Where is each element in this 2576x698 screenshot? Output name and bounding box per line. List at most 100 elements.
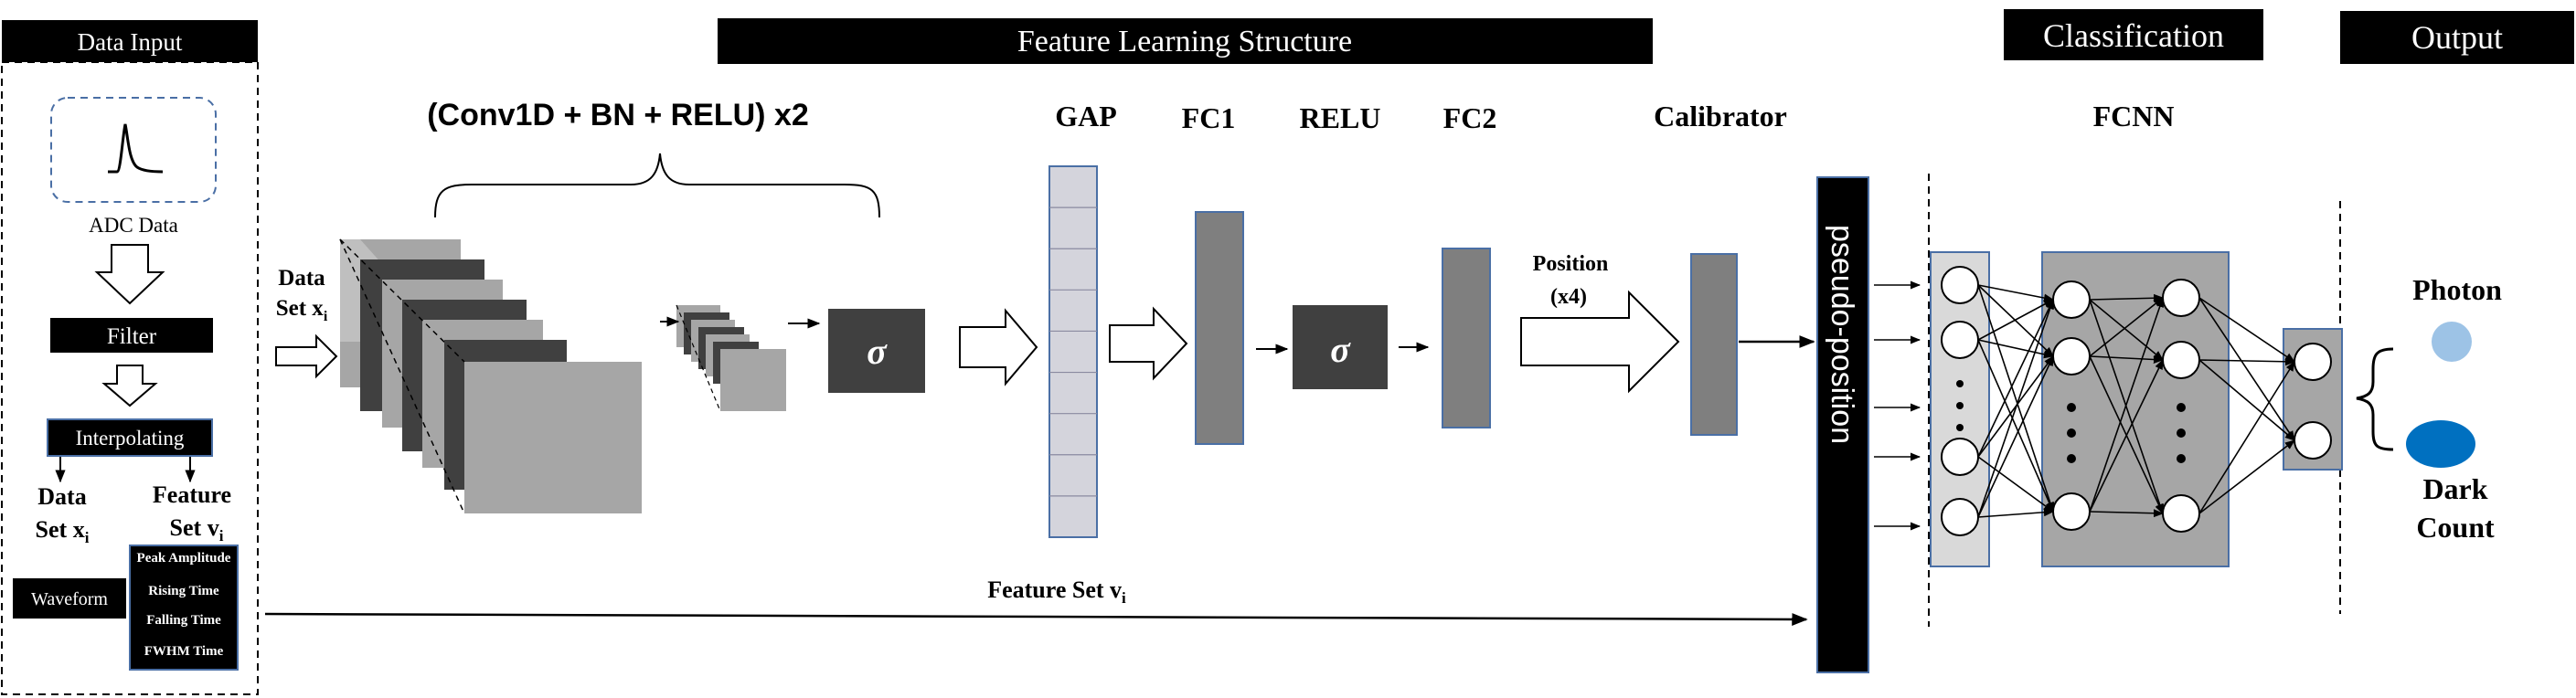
arrow-to-calibrator bbox=[1520, 290, 1680, 394]
adc-data-label: ADC Data bbox=[89, 214, 178, 237]
position-label-line1: Position bbox=[1533, 252, 1609, 276]
sigma-label-1: σ bbox=[867, 331, 888, 372]
fl-data-set-line2: Set xi bbox=[276, 296, 328, 324]
fcnn-edge-l0-l1 bbox=[1977, 339, 2054, 513]
fcnn-ellipsis-dot bbox=[2067, 454, 2076, 463]
dark-count-label-line1: Dark bbox=[2422, 472, 2487, 505]
fcnn-node-l0 bbox=[1941, 438, 1979, 476]
header-classification-label: Classification bbox=[2043, 17, 2224, 54]
fcnn-node-l2 bbox=[2162, 494, 2200, 533]
position-label-line2: (x4) bbox=[1550, 285, 1587, 309]
fcnn-ellipsis-dot bbox=[2067, 403, 2076, 412]
fcnn-edge-l2-l3 bbox=[2198, 359, 2295, 441]
fcnn-ellipsis-dot bbox=[2177, 403, 2186, 412]
interpolating-label: Interpolating bbox=[76, 427, 185, 449]
feature-item-rising-time: Rising Time bbox=[148, 584, 219, 598]
down-arrow-icon-2 bbox=[101, 365, 158, 407]
sigma-label-2: σ bbox=[1330, 329, 1351, 370]
dark-count-dot bbox=[2406, 420, 2475, 468]
fcnn-node-l2 bbox=[2162, 279, 2200, 317]
fcnn-node-l1 bbox=[2052, 337, 2091, 375]
feature-map-stack bbox=[339, 238, 642, 514]
fcnn-edge-l1-l2 bbox=[2089, 296, 2164, 513]
feature-set-line1: Feature bbox=[153, 481, 231, 508]
data-set-line2: Set xi bbox=[36, 516, 90, 546]
feature-list-box bbox=[129, 545, 239, 671]
fcnn-node-l0 bbox=[1941, 321, 1979, 359]
fl-data-set-line1: Data bbox=[278, 266, 325, 291]
fcnn-ellipsis-dot bbox=[2067, 428, 2076, 438]
data-input-border bbox=[1, 61, 259, 695]
sigma-box-1 bbox=[828, 309, 925, 393]
relu-label: RELU bbox=[1300, 101, 1381, 134]
fcnn-edge-l1-l2 bbox=[2089, 355, 2165, 364]
conv-brace bbox=[434, 153, 880, 218]
feature-set-line2: Set vi bbox=[170, 514, 224, 545]
feature-item-falling-time: Falling Time bbox=[146, 613, 221, 628]
calibrator-label: Calibrator bbox=[1654, 100, 1787, 132]
header-output-label: Output bbox=[2411, 19, 2503, 56]
fcnn-edge-l1-l2 bbox=[2089, 358, 2164, 513]
adc-signal-box bbox=[50, 97, 217, 203]
fcnn-node-l1 bbox=[2052, 280, 2091, 319]
fc2-bar bbox=[1442, 248, 1491, 428]
fcnn-edge-l2-l3 bbox=[2198, 357, 2296, 366]
fcnn-edge-l1-l2 bbox=[2089, 297, 2164, 357]
fcnn-edge-l0-l1 bbox=[1977, 284, 2055, 513]
feature-item-peak-amplitude: Peak Amplitude bbox=[137, 551, 231, 566]
feature-set-arrow bbox=[264, 612, 1808, 626]
waveform-label: Waveform bbox=[31, 589, 108, 609]
fcnn-node-l3 bbox=[2294, 421, 2332, 460]
filter-box bbox=[50, 318, 213, 353]
conv-block-title: (Conv1D + BN + RELU) x2 bbox=[427, 98, 809, 132]
fcnn-node-l3 bbox=[2294, 343, 2332, 381]
down-arrow-icon-1 bbox=[94, 244, 165, 305]
fcnn-edge-l0-l1 bbox=[1977, 339, 2055, 359]
header-data-input: Data Input bbox=[2, 20, 258, 62]
fcnn-ellipsis-dot bbox=[2177, 454, 2186, 463]
calibrator-bar bbox=[1690, 253, 1738, 436]
data-set-line1: Data bbox=[37, 483, 86, 510]
fcnn-edge-l1-l2 bbox=[2089, 299, 2164, 361]
header-feature-learning-label: Feature Learning Structure bbox=[1017, 25, 1352, 58]
arrow-to-fc1 bbox=[1109, 306, 1188, 381]
dark-count-label-line2: Count bbox=[2416, 511, 2495, 544]
fcnn-label: FCNN bbox=[2093, 100, 2175, 132]
data-input-panel: ADC Data Filter Interpolating Data Set x… bbox=[1, 61, 259, 695]
header-data-input-label: Data Input bbox=[78, 28, 183, 56]
fcnn-edge-l0-l1 bbox=[1977, 284, 2054, 357]
fcnn-ellipsis-dot bbox=[1956, 402, 1964, 409]
arrow-to-gap bbox=[959, 308, 1038, 386]
fc1-label: FC1 bbox=[1182, 101, 1236, 134]
fcnn-edge-l2-l3 bbox=[2198, 297, 2295, 441]
gap-vector bbox=[1048, 165, 1098, 538]
photon-dot bbox=[2432, 322, 2472, 362]
pseudo-position-label: pseudo-position bbox=[1825, 225, 1859, 444]
small-feature-stack bbox=[676, 304, 786, 412]
filter-label: Filter bbox=[107, 324, 157, 349]
fcnn-edge-l2-l3 bbox=[2198, 361, 2295, 514]
fcnn-node-l0 bbox=[1941, 498, 1979, 536]
fc2-label: FC2 bbox=[1443, 101, 1497, 134]
feature-item-fwhm-time: FWHM Time bbox=[144, 644, 224, 659]
fcnn-edge-l0-l1 bbox=[1977, 456, 2054, 513]
photon-label: Photon bbox=[2412, 273, 2502, 306]
fcnn-node-l0 bbox=[1941, 266, 1979, 304]
fc1-bar bbox=[1195, 211, 1244, 445]
header-output: Output bbox=[2340, 11, 2574, 64]
fcnn-ellipsis-dot bbox=[1956, 380, 1964, 387]
fcnn-ellipsis-dot bbox=[2177, 428, 2186, 438]
pseudo-position-bar bbox=[1816, 176, 1869, 673]
waveform-box bbox=[13, 578, 126, 619]
fcnn-edge-l0-l1 bbox=[1977, 298, 2054, 458]
pulse-waveform-icon bbox=[108, 123, 164, 174]
fcnn-edge-l0-l1 bbox=[1977, 298, 2054, 518]
sigma-box-2 bbox=[1293, 305, 1388, 389]
fcnn-node-l1 bbox=[2052, 492, 2091, 531]
fcnn-edge-l0-l1 bbox=[1977, 354, 2054, 518]
fcnn-edge-l0-l1 bbox=[1977, 284, 2055, 302]
interpolating-box bbox=[47, 418, 213, 457]
fcnn-edge-l2-l3 bbox=[2198, 297, 2295, 363]
fcnn-edge-l2-l3 bbox=[2198, 439, 2295, 514]
